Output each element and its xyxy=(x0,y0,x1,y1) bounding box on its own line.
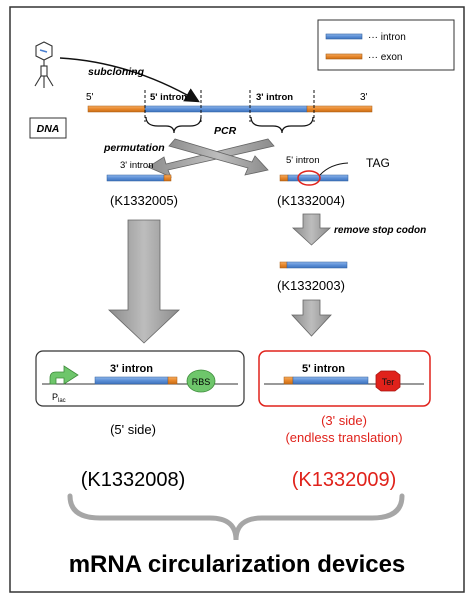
cut-marks xyxy=(144,90,315,122)
terminator-icon xyxy=(375,370,401,392)
top-five-intron-label: 5' intron xyxy=(150,92,187,103)
legend: ··· intron ··· exon xyxy=(317,19,455,71)
legend-exon-swatch xyxy=(325,53,363,60)
permutation-arrows xyxy=(147,138,275,178)
left-branch-intron-label: 3' intron xyxy=(120,160,154,171)
main-construct xyxy=(87,105,373,113)
ter-label: Ter xyxy=(382,377,395,387)
dna-box xyxy=(29,117,67,139)
legend-intron-label: ··· intron xyxy=(368,32,406,43)
right-branch-construct xyxy=(279,174,349,182)
rbs-label: RBS xyxy=(192,377,211,387)
legend-intron-swatch xyxy=(325,33,363,40)
tag-label: TAG xyxy=(366,156,390,170)
left-big-arrow xyxy=(107,219,181,344)
remove-stop-arrow xyxy=(291,213,332,246)
rbs-icon xyxy=(186,369,216,393)
footer-title: mRNA circularization devices xyxy=(69,551,406,578)
right-lower-arrow xyxy=(291,299,332,337)
right-branch-part-id-top: (K1332004) xyxy=(277,193,345,208)
left-branch-construct xyxy=(106,174,172,182)
tag-pointer-line xyxy=(319,162,349,176)
subcloning-arrow xyxy=(59,57,200,103)
five-prime-end-label: 5' xyxy=(86,92,94,103)
tag-highlight-circle xyxy=(297,170,321,186)
pcr-label: PCR xyxy=(214,125,237,137)
right-branch-part-id-mid: (K1332003) xyxy=(277,278,345,293)
right-device xyxy=(258,350,431,407)
right-device-intron-label: 5' intron xyxy=(302,363,345,375)
right-side-label-2: (endless translation) xyxy=(285,430,402,445)
three-prime-end-label: 3' xyxy=(360,92,368,103)
dna-label: DNA xyxy=(37,123,60,135)
right-branch-intron-label: 5' intron xyxy=(286,155,320,166)
left-device-intron-label: 3' intron xyxy=(110,363,153,375)
right-device-part-id: (K1332009) xyxy=(292,469,397,491)
mid-construct xyxy=(279,261,348,269)
promoter-label: Plac xyxy=(52,392,66,404)
promoter-arrow-icon xyxy=(49,365,79,385)
legend-box xyxy=(317,19,455,71)
left-device-part-id: (K1332008) xyxy=(81,469,186,491)
right-side-label-1: (3' side) xyxy=(321,413,367,428)
permutation-label: permutation xyxy=(103,142,165,154)
legend-exon-label: ··· exon xyxy=(368,52,402,63)
right-brace xyxy=(250,116,314,134)
subcloning-label: subcloning xyxy=(88,66,145,78)
outer-frame xyxy=(9,6,465,593)
left-device xyxy=(35,350,245,407)
left-brace xyxy=(145,116,202,134)
left-branch-part-id: (K1332005) xyxy=(110,193,178,208)
promoter-subscript: lac xyxy=(58,398,66,404)
phage-icon xyxy=(34,41,54,88)
bottom-brace xyxy=(67,493,405,541)
remove-stop-label: remove stop codon xyxy=(334,225,426,236)
left-side-label: (5' side) xyxy=(110,422,156,437)
top-three-intron-label: 3' intron xyxy=(256,92,293,103)
